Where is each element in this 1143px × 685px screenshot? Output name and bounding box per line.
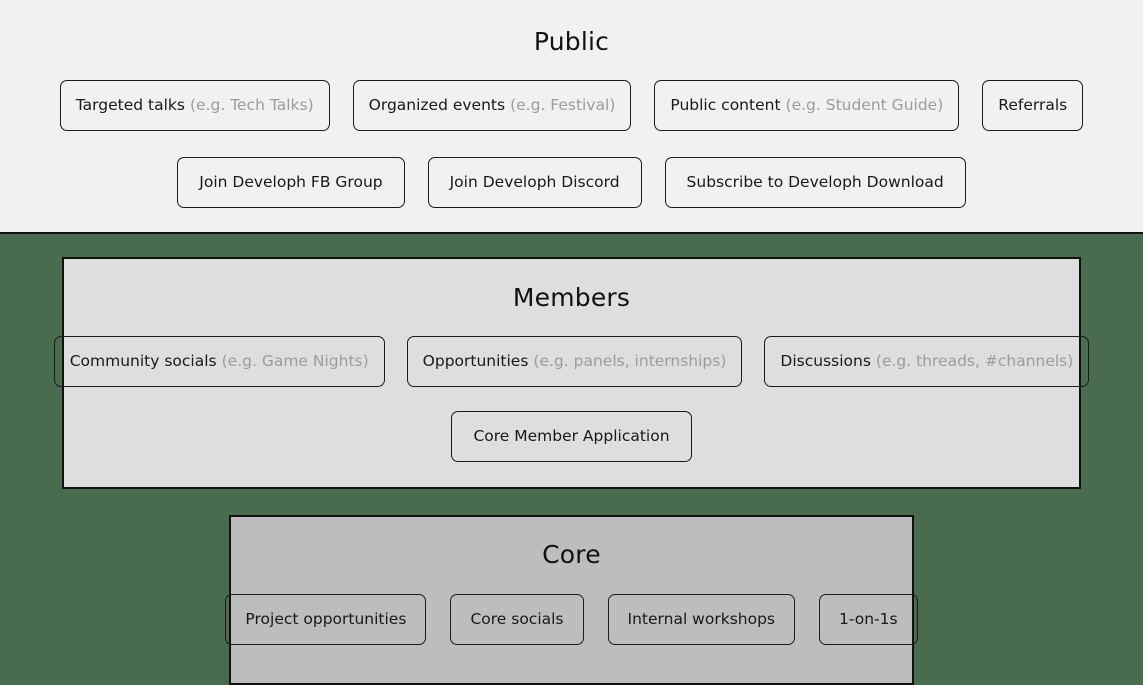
chip-label: Project opportunities [245,609,407,628]
chip-hint: (e.g. Festival) [510,95,616,114]
chip-community-socials[interactable]: Community socials (e.g. Game Nights) [53,336,385,387]
chip-label: Subscribe to Developh Download [686,172,944,191]
chip-subscribe-to-developh-download[interactable]: Subscribe to Developh Download [664,157,966,208]
tier-members-row-2: Core Member Application [64,411,1079,462]
tier-public-row-1: Targeted talks (e.g. Tech Talks) Organiz… [0,80,1143,131]
chip-label: Referrals [998,95,1068,114]
tier-core: Core Project opportunities Core socials … [225,515,918,685]
chip-targeted-talks[interactable]: Targeted talks (e.g. Tech Talks) [59,80,330,131]
tier-public-title: Public [533,27,610,56]
chip-opportunities[interactable]: Opportunities (e.g. panels, internships) [406,336,743,387]
chip-label: Public content [670,95,781,114]
chip-core-member-application[interactable]: Core Member Application [451,411,692,462]
chip-label: Join Developh Discord [449,172,620,191]
chip-discussions[interactable]: Discussions (e.g. threads, #channels) [764,336,1090,387]
chip-label: Internal workshops [627,609,775,628]
chip-join-developh-fb-group[interactable]: Join Developh FB Group [177,157,405,208]
chip-one-on-ones[interactable]: 1-on-1s [819,594,918,645]
tier-public: Public Targeted talks (e.g. Tech Talks) … [0,0,1143,234]
chip-core-socials[interactable]: Core socials [450,594,584,645]
chip-project-opportunities[interactable]: Project opportunities [225,594,427,645]
tier-members-row-1: Community socials (e.g. Game Nights) Opp… [53,336,1090,387]
chip-hint: (e.g. panels, internships) [533,351,727,370]
chip-label: Opportunities [422,351,529,370]
chip-hint: (e.g. Game Nights) [221,351,369,370]
chip-label: Join Developh FB Group [199,172,383,191]
chip-label: Discussions [780,351,871,370]
tier-core-row-1: Project opportunities Core socials Inter… [225,594,918,645]
chip-join-developh-discord[interactable]: Join Developh Discord [427,157,642,208]
chip-organized-events[interactable]: Organized events (e.g. Festival) [352,80,632,131]
chip-referrals[interactable]: Referrals [982,80,1084,131]
tier-core-title: Core [542,540,601,569]
chip-label: 1-on-1s [839,609,898,628]
chip-hint: (e.g. Student Guide) [785,95,944,114]
chip-label: Organized events [368,95,506,114]
chip-hint: (e.g. Tech Talks) [189,95,314,114]
chip-label: Community socials [69,351,217,370]
chip-internal-workshops[interactable]: Internal workshops [607,594,795,645]
tier-members-title: Members [512,283,631,312]
tier-public-row-2: Join Developh FB Group Join Developh Dis… [0,157,1143,208]
chip-label: Core socials [470,609,564,628]
chip-public-content[interactable]: Public content (e.g. Student Guide) [654,80,960,131]
tier-members: Members Community socials (e.g. Game Nig… [53,257,1090,489]
chip-label: Targeted talks [75,95,185,114]
chip-hint: (e.g. threads, #channels) [875,351,1074,370]
chip-label: Core Member Application [473,426,670,445]
